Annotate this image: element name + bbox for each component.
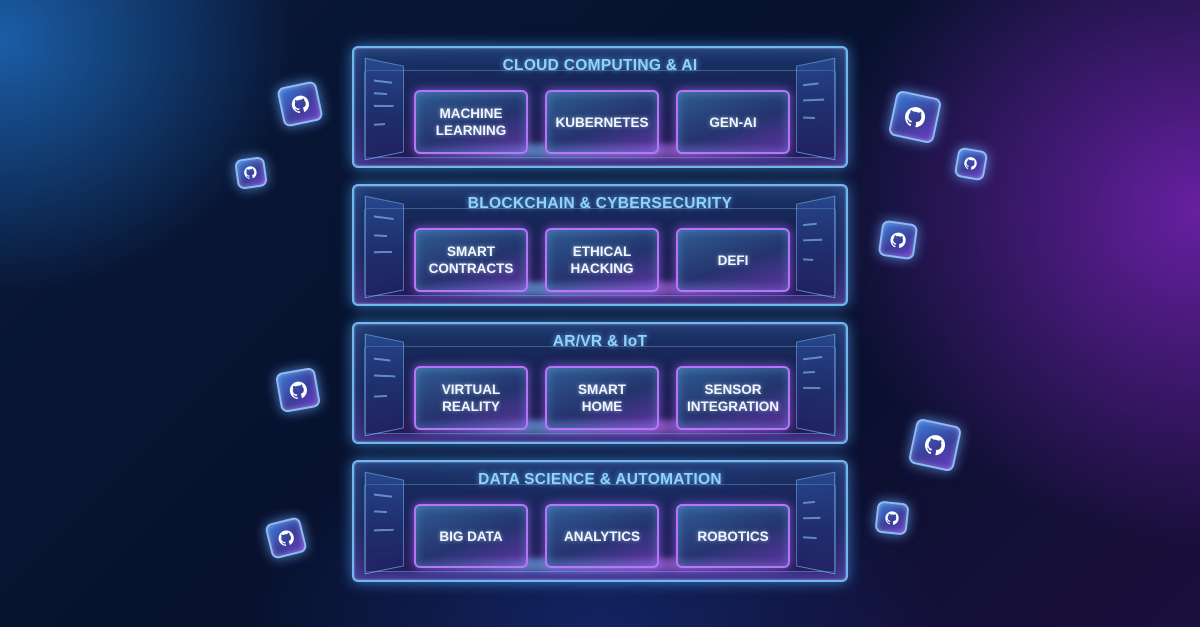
layer-title: DATA SCIENCE & AUTOMATION [354,471,846,489]
card-smart-contracts: SMART CONTRACTS [414,228,528,292]
card-big-data: BIG DATA [414,504,528,568]
github-icon [878,220,919,261]
layer-blockchain-cybersecurity: BLOCKCHAIN & CYBERSECURITY SMART CONTRAC… [352,184,848,306]
layer-cloud-computing-ai: CLOUD COMPUTING & AI MACHINE LEARNING KU… [352,46,848,168]
github-icon [888,90,943,145]
layer-ar-vr-iot: AR/VR & IoT VIRTUAL REALITY SMART HOME S… [352,322,848,444]
card-gen-ai: GEN-AI [676,90,790,154]
card-defi: DEFI [676,228,790,292]
card-sensor-integration: SENSOR INTEGRATION [676,366,790,430]
layer-cards: BIG DATA ANALYTICS ROBOTICS [414,504,790,570]
card-kubernetes: KUBERNETES [545,90,659,154]
layer-title: AR/VR & IoT [354,333,846,351]
layer-title: BLOCKCHAIN & CYBERSECURITY [354,195,846,213]
github-icon [275,367,321,413]
github-icon [908,418,963,473]
card-machine-learning: MACHINE LEARNING [414,90,528,154]
github-icon [954,147,989,182]
card-robotics: ROBOTICS [676,504,790,568]
card-analytics: ANALYTICS [545,504,659,568]
layer-cards: VIRTUAL REALITY SMART HOME SENSOR INTEGR… [414,366,790,432]
layer-cards: MACHINE LEARNING KUBERNETES GEN-AI [414,90,790,156]
card-virtual-reality: VIRTUAL REALITY [414,366,528,430]
github-icon [276,80,323,127]
layer-data-science-automation: DATA SCIENCE & AUTOMATION BIG DATA ANALY… [352,460,848,582]
card-ethical-hacking: ETHICAL HACKING [545,228,659,292]
layer-cards: SMART CONTRACTS ETHICAL HACKING DEFI [414,228,790,294]
github-icon [874,500,909,535]
card-smart-home: SMART HOME [545,366,659,430]
layer-title: CLOUD COMPUTING & AI [354,57,846,75]
github-icon [264,516,308,560]
github-icon [234,156,268,190]
